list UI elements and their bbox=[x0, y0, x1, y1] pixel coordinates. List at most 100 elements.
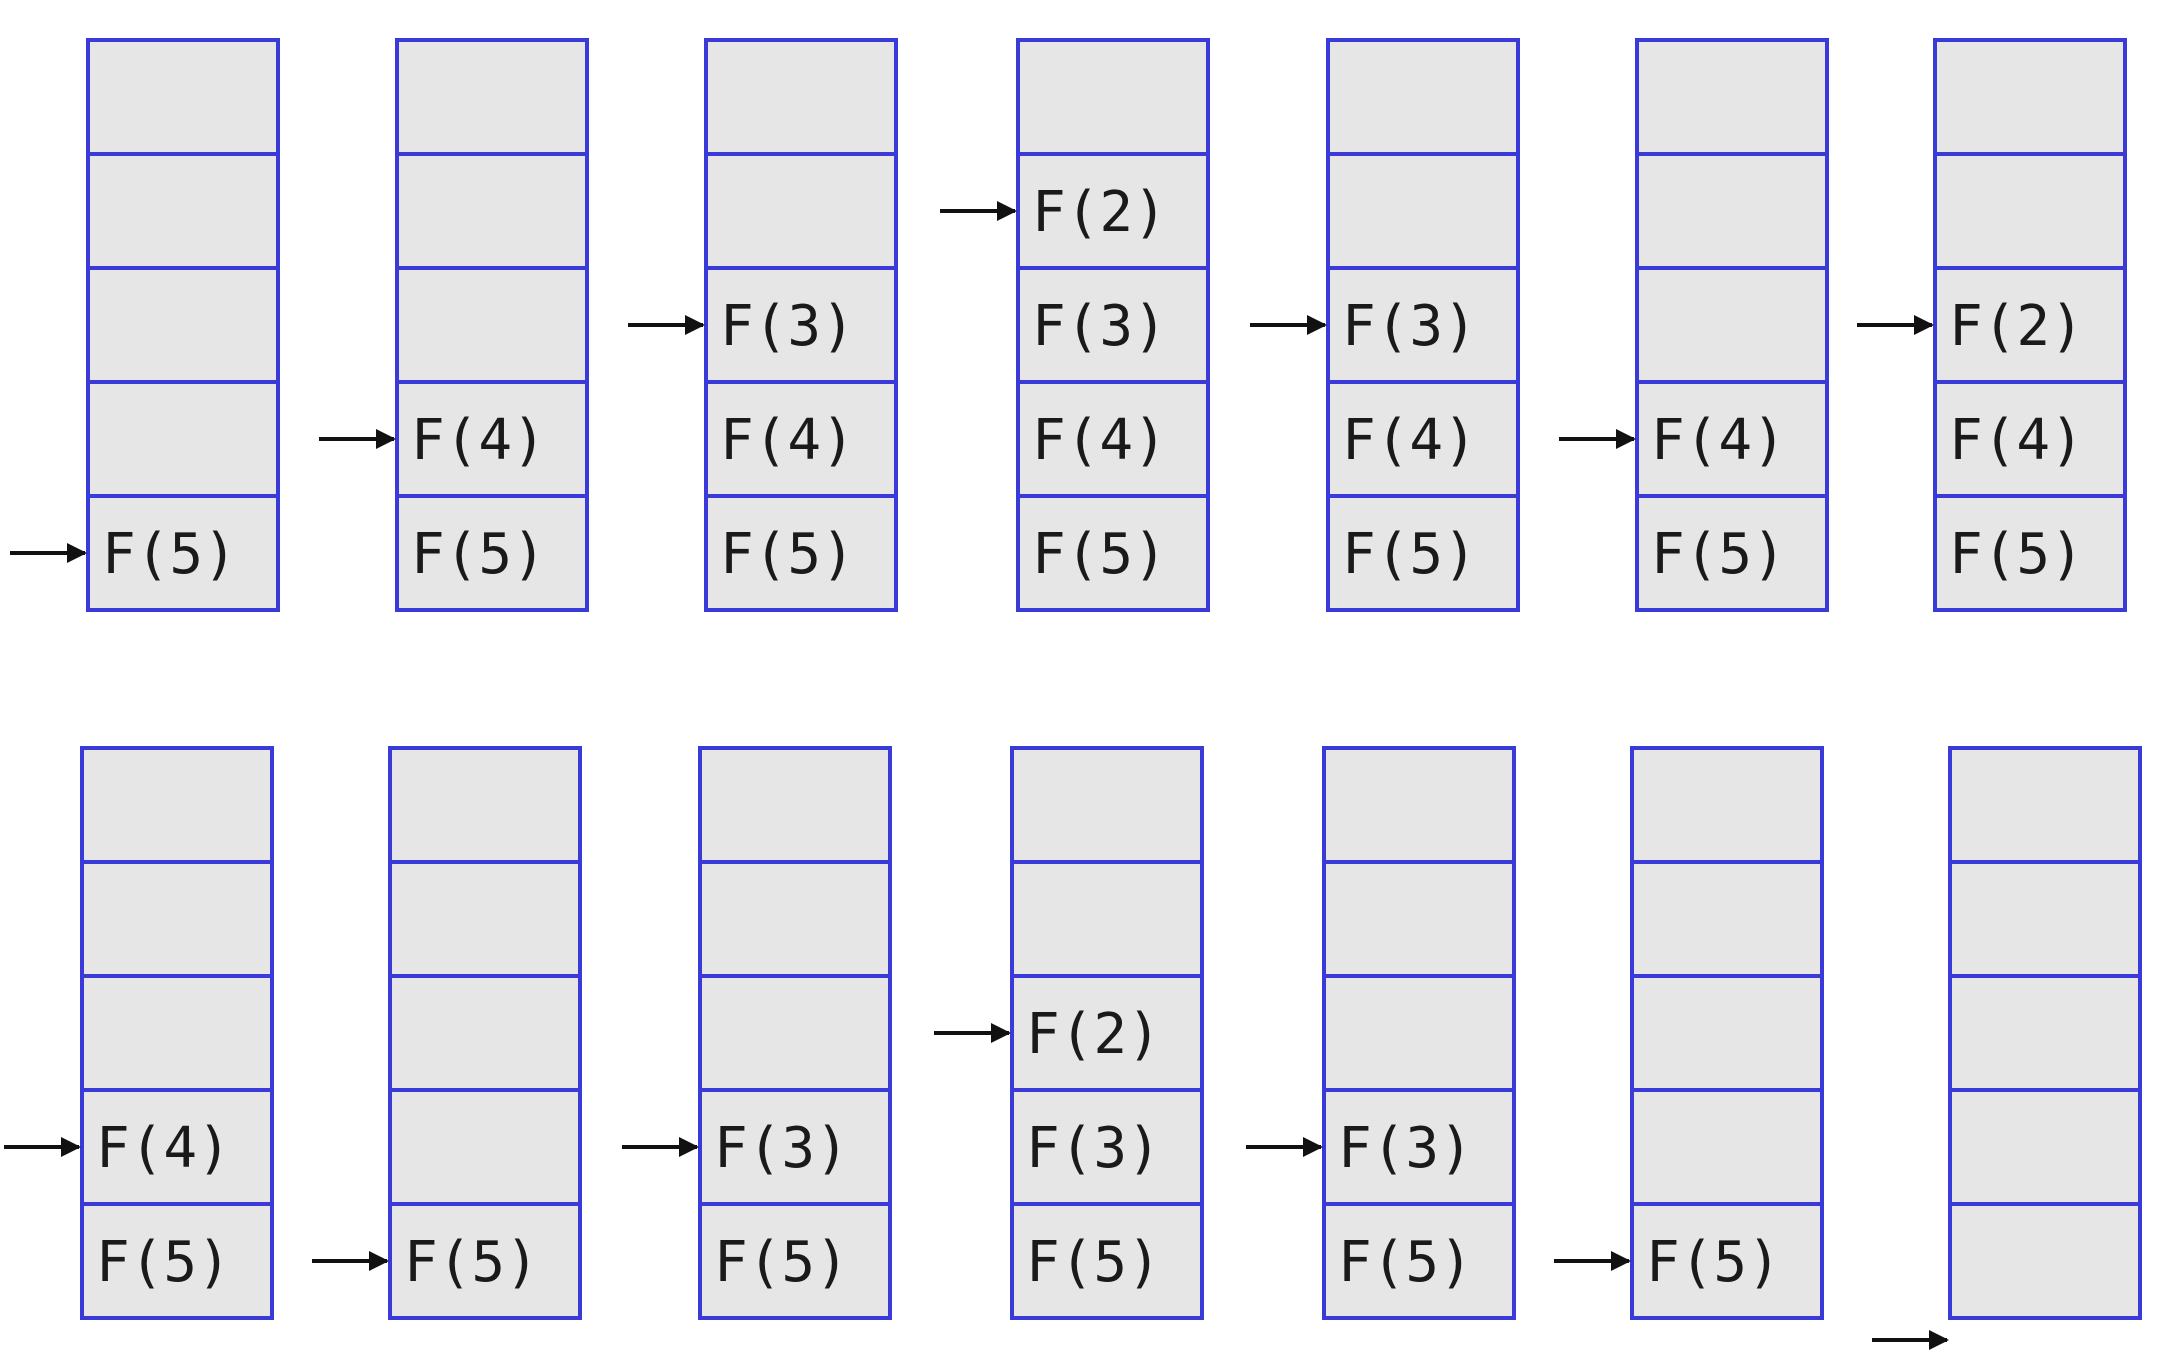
stack-cell: F(5) bbox=[1326, 494, 1520, 612]
stack-cell-box bbox=[1948, 860, 2142, 978]
stack-cell bbox=[395, 152, 589, 270]
stack-cell bbox=[1016, 38, 1210, 156]
stack-cell-box bbox=[1933, 266, 2127, 384]
stack-2: F(4)F(5) bbox=[319, 38, 589, 612]
stack-4: F(2) F(3) F(4) F(5) bbox=[940, 38, 1210, 612]
stack-cell-box bbox=[388, 1202, 582, 1320]
stack-12: F(3)F(5) bbox=[1246, 746, 1516, 1320]
stack-cell-label: F(3) bbox=[720, 294, 855, 359]
stack-cell-box bbox=[86, 38, 280, 156]
stack-cell-box bbox=[1948, 746, 2142, 864]
stack-cell-box bbox=[1635, 38, 1829, 156]
stack-cell-box bbox=[1630, 746, 1824, 864]
stack-cell-label: F(3) bbox=[1026, 1116, 1161, 1181]
stack-cell bbox=[1322, 746, 1516, 864]
stack-cell-label: F(5) bbox=[411, 522, 546, 587]
stack-cell-box bbox=[86, 266, 280, 384]
stack-cell bbox=[1635, 38, 1829, 156]
stack-cell-box bbox=[1630, 974, 1824, 1092]
stack-cell-box bbox=[698, 1088, 892, 1206]
stack-cell-box bbox=[80, 860, 274, 978]
stack-cell bbox=[1326, 152, 1520, 270]
stack-cell-box bbox=[1016, 494, 1210, 612]
stack-cell-label: F(4) bbox=[1032, 408, 1167, 473]
stack-cell: F(5) bbox=[704, 494, 898, 612]
stack-cell-box bbox=[395, 152, 589, 270]
stack-cell bbox=[704, 152, 898, 270]
stack-cell bbox=[1933, 38, 2127, 156]
stack-cell-label: F(5) bbox=[1651, 522, 1786, 587]
stack-cell bbox=[1948, 1202, 2142, 1320]
stack-cell-label: F(2) bbox=[1032, 180, 1167, 245]
stack-cell bbox=[80, 974, 274, 1092]
stack-cell: F(3) bbox=[1010, 1088, 1204, 1206]
stack-cell-box bbox=[1322, 860, 1516, 978]
stack-cell bbox=[704, 38, 898, 156]
stack-cell bbox=[388, 974, 582, 1092]
stack-cell-box bbox=[86, 380, 280, 498]
stack-cell: F(5) bbox=[86, 494, 280, 612]
stack-cell-label: F(5) bbox=[714, 1230, 849, 1295]
stack-cell bbox=[388, 860, 582, 978]
stack-cell bbox=[1635, 266, 1829, 384]
stack-3: F(3) F(4) F(5) bbox=[628, 38, 898, 612]
stack-cell-box bbox=[1322, 746, 1516, 864]
stack-cell bbox=[1010, 860, 1204, 978]
stack-cell-box bbox=[1326, 152, 1520, 270]
stack-cell-label: F(3) bbox=[1338, 1116, 1473, 1181]
stack-cell: F(4) bbox=[1326, 380, 1520, 498]
stack-cell-label: F(4) bbox=[1342, 408, 1477, 473]
stack-cell-box bbox=[388, 974, 582, 1092]
stack-cell: F(5) bbox=[1010, 1202, 1204, 1320]
stack-cell bbox=[1326, 38, 1520, 156]
stack-cell-box bbox=[1016, 266, 1210, 384]
stack-cell-label: F(5) bbox=[1949, 522, 2084, 587]
stack-cell-box bbox=[1010, 1202, 1204, 1320]
stack-cell-box bbox=[1635, 152, 1829, 270]
stack-cell-box bbox=[1933, 38, 2127, 156]
stack-cell: F(5) bbox=[1933, 494, 2127, 612]
stack-cell-box bbox=[388, 860, 582, 978]
stack-cell: F(5) bbox=[80, 1202, 274, 1320]
stack-cell: F(3) bbox=[1016, 266, 1210, 384]
stack-cell-label: F(4) bbox=[720, 408, 855, 473]
stack-cell bbox=[1630, 860, 1824, 978]
stack-cell-box bbox=[1326, 38, 1520, 156]
stack-cell: F(3) bbox=[1326, 266, 1520, 384]
stack-cell-label: F(5) bbox=[102, 522, 237, 587]
stack-cell-box bbox=[395, 266, 589, 384]
stack-1: F(5) bbox=[10, 38, 280, 612]
stack-cell-box bbox=[80, 974, 274, 1092]
stack-cell-box bbox=[698, 746, 892, 864]
stack-cell bbox=[388, 1088, 582, 1206]
stack-cell: F(5) bbox=[1635, 494, 1829, 612]
stack-cell-label: F(4) bbox=[1651, 408, 1786, 473]
stack-cell-box bbox=[388, 746, 582, 864]
stack-cell-box bbox=[1326, 494, 1520, 612]
stack-cell-label: F(3) bbox=[1342, 294, 1477, 359]
stack-cell bbox=[1322, 860, 1516, 978]
stack-cell: F(4) bbox=[704, 380, 898, 498]
stack-13: F(5) bbox=[1554, 746, 1824, 1320]
stack-cell bbox=[698, 746, 892, 864]
stack-cell-box bbox=[395, 38, 589, 156]
stack-cell bbox=[1630, 746, 1824, 864]
stack-cell bbox=[86, 380, 280, 498]
stack-cell-box bbox=[1630, 1088, 1824, 1206]
stack-cell-label: F(5) bbox=[1032, 522, 1167, 587]
stack-8: F(4)F(5) bbox=[4, 746, 274, 1320]
stack-cell-box bbox=[1933, 380, 2127, 498]
stack-cell-box bbox=[388, 1088, 582, 1206]
stack-cell: F(5) bbox=[1630, 1202, 1824, 1320]
stack-cell: F(5) bbox=[698, 1202, 892, 1320]
stack-cell bbox=[80, 860, 274, 978]
stack-cell bbox=[1630, 974, 1824, 1092]
stack-cell-box bbox=[1016, 152, 1210, 270]
stack-cell-box bbox=[704, 380, 898, 498]
stack-cell bbox=[1933, 152, 2127, 270]
stack-cell-box bbox=[1010, 860, 1204, 978]
stack-cell bbox=[86, 38, 280, 156]
stack-cell-box bbox=[80, 1088, 274, 1206]
stack-cell-box bbox=[1630, 1202, 1824, 1320]
